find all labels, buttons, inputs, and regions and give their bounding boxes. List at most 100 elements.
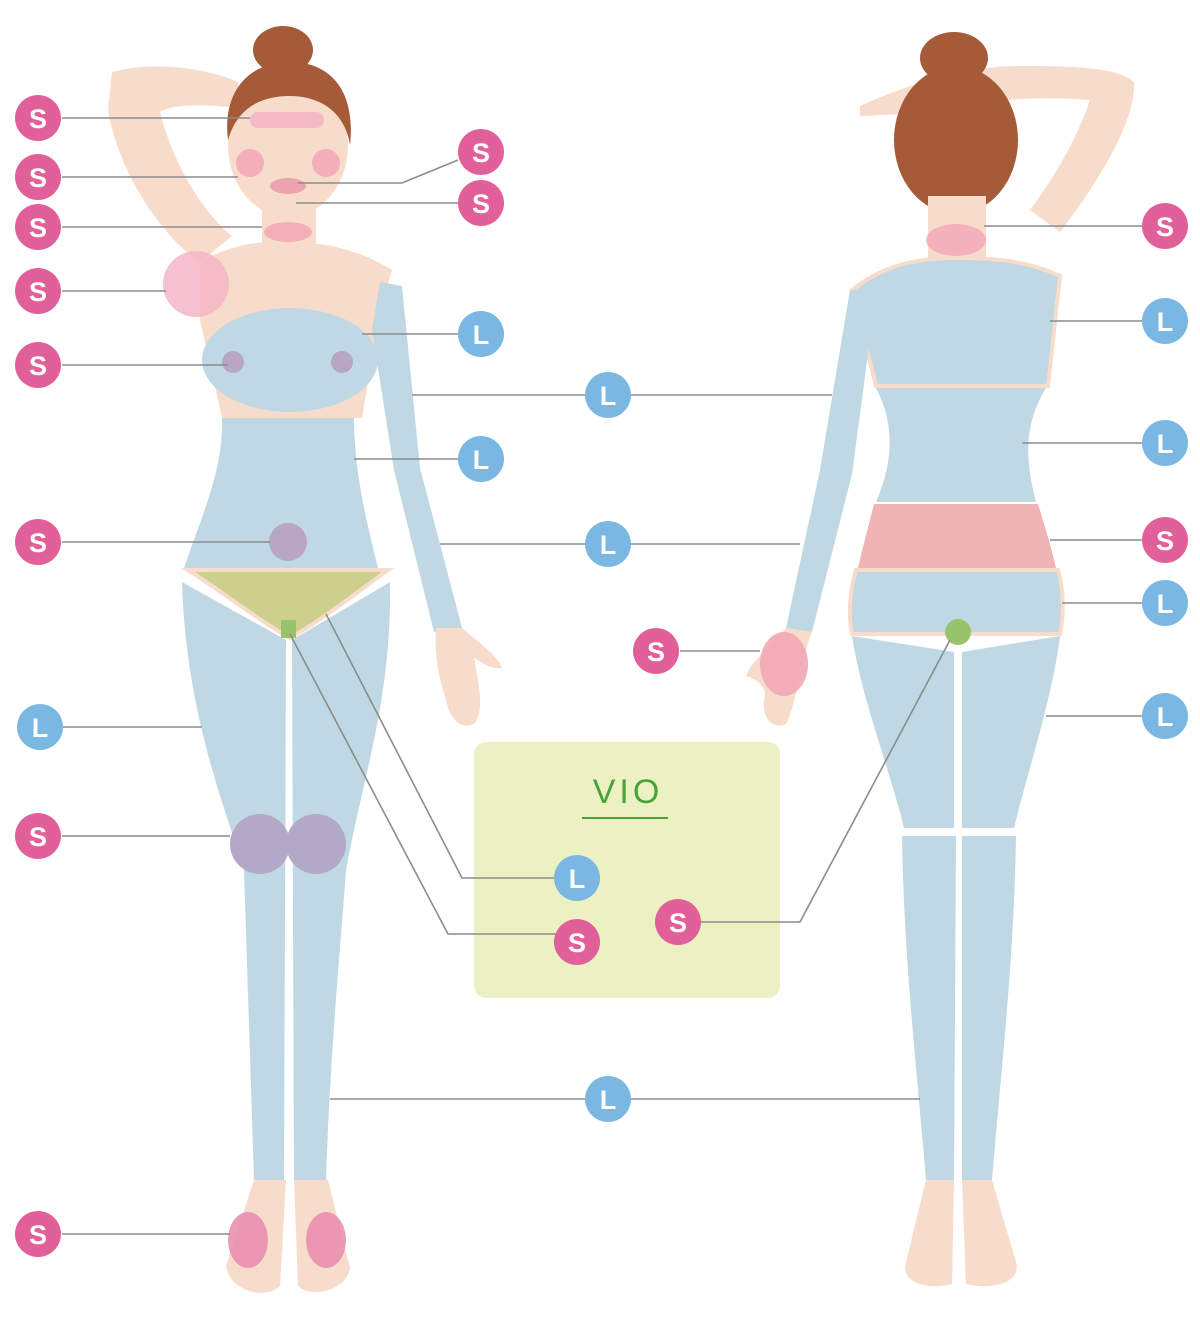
front-left-foot-area bbox=[228, 1212, 268, 1268]
badge-label: L bbox=[1157, 307, 1174, 337]
front-right-cheek-area bbox=[312, 149, 340, 177]
badge-front-abdomen: L bbox=[458, 436, 504, 482]
front-left-knee-area bbox=[230, 814, 290, 874]
badge-front-navel: S bbox=[15, 519, 61, 565]
badge-circle bbox=[15, 1211, 61, 1257]
badge-vio-o-line: S bbox=[655, 899, 701, 945]
badge-label: S bbox=[29, 213, 47, 243]
badge-circle bbox=[554, 855, 600, 901]
back-left-foot bbox=[905, 1180, 954, 1287]
badge-circle bbox=[15, 813, 61, 859]
badge-circle bbox=[1142, 693, 1188, 739]
front-right-leg bbox=[292, 582, 391, 1180]
badge-circle bbox=[15, 342, 61, 388]
badge-front-thigh: L bbox=[17, 704, 63, 750]
front-hair-bun bbox=[253, 26, 313, 74]
badge-label: L bbox=[600, 530, 617, 560]
back-right-thigh bbox=[962, 636, 1060, 828]
front-hair bbox=[227, 62, 351, 145]
back-left-thigh bbox=[852, 636, 954, 828]
back-hair-bun bbox=[920, 32, 988, 84]
badge-label: S bbox=[472, 189, 490, 219]
badge-hand: S bbox=[633, 628, 679, 674]
badge-arm-lower: L bbox=[585, 521, 631, 567]
badge-arm-upper: L bbox=[585, 372, 631, 418]
badge-label: S bbox=[29, 104, 47, 134]
badge-circle bbox=[655, 899, 701, 945]
badge-label: S bbox=[29, 277, 47, 307]
badge-label: L bbox=[1157, 429, 1174, 459]
front-navel-area bbox=[269, 523, 307, 561]
badge-front-forehead: S bbox=[15, 95, 61, 141]
back-upper-area bbox=[849, 255, 1063, 388]
badge-label: S bbox=[1156, 212, 1174, 242]
badge-front-chest: L bbox=[458, 311, 504, 357]
back-waist-area bbox=[876, 388, 1046, 502]
front-left-leg bbox=[182, 582, 286, 1180]
badge-front-underarm: S bbox=[15, 268, 61, 314]
badge-back-upper: L bbox=[1142, 298, 1188, 344]
badge-back-waist: L bbox=[1142, 420, 1188, 466]
front-right-foot-area bbox=[306, 1212, 346, 1268]
badge-back-nape: S bbox=[1142, 203, 1188, 249]
badge-front-nose: S bbox=[458, 129, 504, 175]
back-o-line-area bbox=[945, 619, 971, 645]
badge-label: S bbox=[29, 822, 47, 852]
badge-label: L bbox=[32, 713, 49, 743]
back-buttocks-area bbox=[847, 568, 1065, 636]
badge-circle bbox=[1142, 203, 1188, 249]
front-figure bbox=[108, 26, 502, 1293]
front-neck-area bbox=[264, 222, 312, 242]
front-left-cheek-area bbox=[236, 149, 264, 177]
badge-label: S bbox=[29, 1220, 47, 1250]
badge-circle bbox=[458, 436, 504, 482]
badge-circle bbox=[15, 154, 61, 200]
back-figure bbox=[746, 32, 1135, 1287]
badge-label: L bbox=[1157, 589, 1174, 619]
badge-label: L bbox=[473, 320, 490, 350]
badge-circle bbox=[585, 521, 631, 567]
badge-front-knee: S bbox=[15, 813, 61, 859]
badge-label: L bbox=[473, 445, 490, 475]
front-abdomen-area bbox=[184, 418, 378, 568]
badge-label: S bbox=[29, 528, 47, 558]
badge-front-neck: S bbox=[15, 204, 61, 250]
badge-circle bbox=[15, 95, 61, 141]
badge-back-thigh: L bbox=[1142, 693, 1188, 739]
badge-circle bbox=[458, 180, 504, 226]
front-right-nipple-area bbox=[331, 351, 353, 373]
badge-label: S bbox=[669, 908, 687, 938]
badge-label: L bbox=[600, 1085, 617, 1115]
back-nape-area bbox=[926, 224, 986, 256]
badge-label: S bbox=[29, 163, 47, 193]
badge-label: S bbox=[29, 351, 47, 381]
badge-circle bbox=[1142, 580, 1188, 626]
badge-circle bbox=[554, 919, 600, 965]
badge-front-nipple: S bbox=[15, 342, 61, 388]
badge-circle bbox=[15, 268, 61, 314]
front-hand bbox=[435, 628, 502, 726]
badge-label: L bbox=[569, 864, 586, 894]
front-raised-arm bbox=[108, 66, 240, 263]
badge-circle bbox=[17, 704, 63, 750]
badge-back-hip-top: S bbox=[1142, 517, 1188, 563]
badge-circle bbox=[458, 129, 504, 175]
badge-circle bbox=[585, 372, 631, 418]
vio-title: VIO bbox=[593, 773, 664, 811]
front-left-nipple-area bbox=[222, 351, 244, 373]
front-down-arm bbox=[372, 282, 462, 632]
badge-label: S bbox=[568, 928, 586, 958]
back-right-foot bbox=[962, 1180, 1017, 1287]
back-lower-back-area bbox=[858, 504, 1056, 568]
badge-circle bbox=[15, 519, 61, 565]
front-chest-area bbox=[202, 308, 378, 412]
front-face bbox=[228, 73, 348, 217]
badge-vio-i-line: S bbox=[554, 919, 600, 965]
back-left-lower-leg bbox=[902, 836, 956, 1180]
back-palm-area bbox=[760, 632, 808, 696]
back-right-lower-leg bbox=[962, 836, 1016, 1180]
badge-circle bbox=[585, 1076, 631, 1122]
front-underarm-area bbox=[163, 251, 229, 317]
